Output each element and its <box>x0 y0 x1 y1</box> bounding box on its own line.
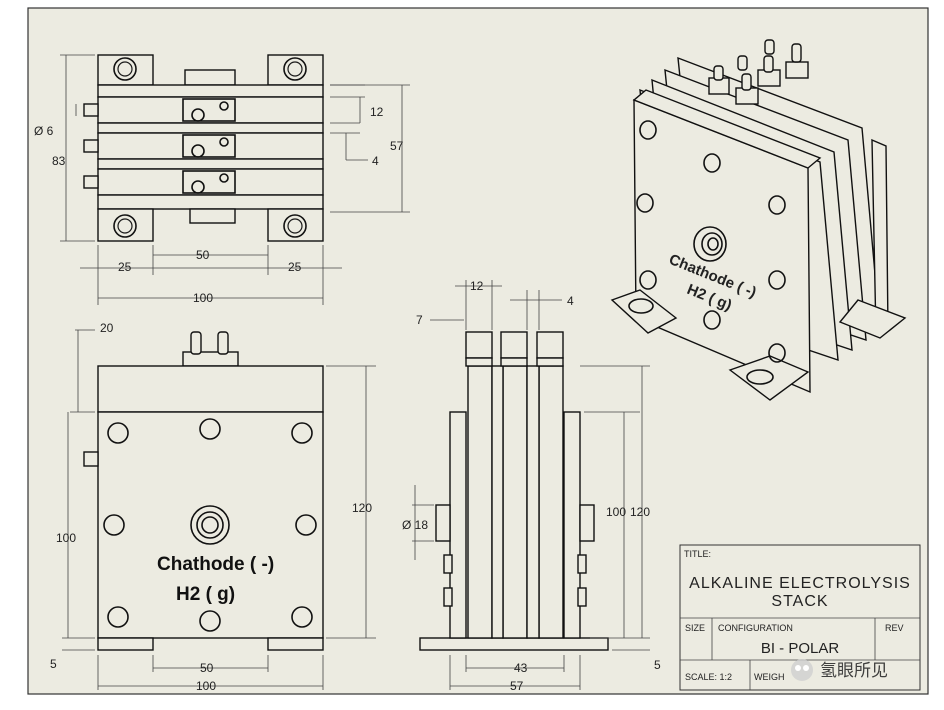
dimension-label-top-view-d-4: 4 <box>372 154 379 168</box>
side-view: 12 4 7 Ø 18 100 120 43 57 5 <box>402 279 661 693</box>
weight-label: WEIGH <box>754 672 785 682</box>
watermark-text: 氢眼所见 <box>820 661 888 680</box>
configuration-value: BI - POLAR <box>761 640 840 657</box>
dimension-label-top-view-d-25-left: 25 <box>118 260 132 274</box>
dimension-label-front-view-d-120: 120 <box>352 501 372 515</box>
dimension-label-top-view-d-50: 50 <box>196 248 210 262</box>
rev-label: REV <box>885 623 904 633</box>
front-h2-label: H2 ( g) <box>176 584 235 605</box>
front-cathode-label: Chathode ( -) <box>157 554 274 575</box>
scale-label: SCALE: 1:2 <box>685 672 732 682</box>
dimension-label-front-view-d-5: 5 <box>50 657 57 671</box>
watermark: 氢眼所见 <box>791 659 888 681</box>
dimension-label-top-view-d-12: 12 <box>370 105 384 119</box>
dimension-label-side-view-d-diameter18: Ø 18 <box>402 518 428 532</box>
dimension-label-side-view-d-7: 7 <box>416 313 423 327</box>
dimension-label-front-view-d-20: 20 <box>100 321 114 335</box>
top-view: Ø 6 83 12 57 4 25 50 25 100 <box>34 54 410 305</box>
dimension-label-side-view-d-4: 4 <box>567 294 574 308</box>
dimension-label-side-view-d-100: 100 <box>606 505 626 519</box>
dimension-label-side-view-d-120: 120 <box>630 505 650 519</box>
dimension-label-side-view-d-43: 43 <box>514 661 528 675</box>
dimension-label-top-view-d-57: 57 <box>390 139 404 153</box>
title-label: TITLE: <box>684 549 711 559</box>
dimension-label-top-view-d-25-right: 25 <box>288 260 302 274</box>
front-view: Chathode ( -) H2 ( g) 20 120 100 5 50 10… <box>50 321 376 693</box>
dimension-label-side-view-d-57: 57 <box>510 679 524 693</box>
dimension-label-front-view-d-100: 100 <box>56 531 76 545</box>
dimension-label-top-view-d-diameter: Ø 6 <box>34 124 54 138</box>
dimension-label-top-view-d-83: 83 <box>52 154 66 168</box>
dimension-label-side-view-d-12: 12 <box>470 279 484 293</box>
dimension-label-top-view-d-100: 100 <box>193 291 213 305</box>
dimension-label-front-view-d-100-bottom: 100 <box>196 679 216 693</box>
drawing-title-line1: ALKALINE ELECTROLYSIS <box>689 575 911 592</box>
dimension-label-side-view-d-5: 5 <box>654 658 661 672</box>
isometric-view: Chathode ( -) H2 ( g) <box>610 39 907 401</box>
configuration-label: CONFIGURATION <box>718 623 793 633</box>
dimension-label-front-view-d-50: 50 <box>200 661 214 675</box>
drawing-title-line2: STACK <box>771 593 828 610</box>
size-label: SIZE <box>685 623 705 633</box>
